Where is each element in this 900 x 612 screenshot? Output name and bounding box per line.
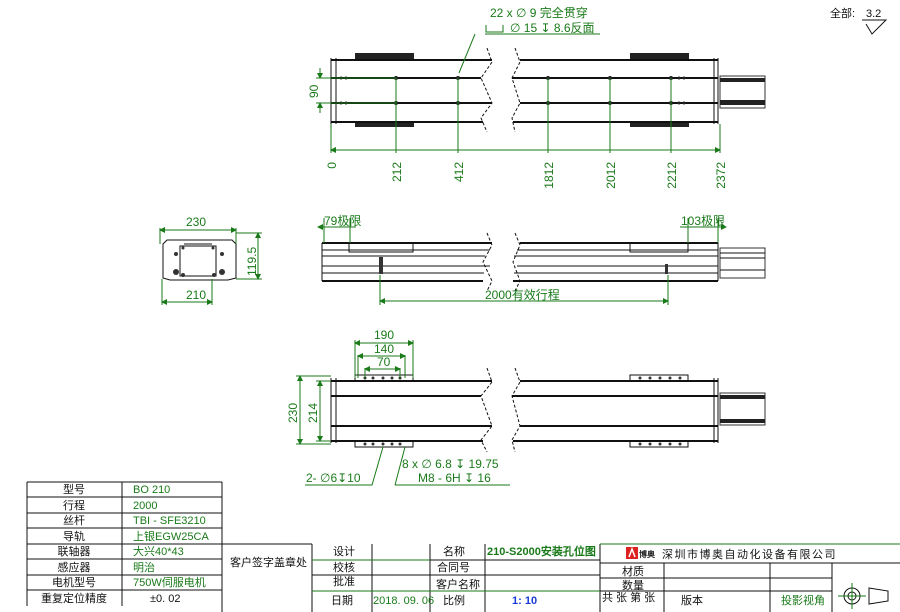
customer-sign-label: 客户签字盖章处 [230,555,307,569]
spec-value: ±0. 02 [150,593,181,605]
scale-value: 1: 10 [512,595,537,607]
projection-label: 投影视角 [781,593,825,607]
dim-70: 70 [377,355,391,369]
roughness-symbol-icon [862,19,888,35]
design-label: 设计 [333,545,355,558]
spec-label: 型号 [63,482,85,496]
dim-140: 140 [374,342,394,356]
company-logo: 博奥 [626,546,656,559]
hole-callout-2: ∅ 15 ↧ 8.6反面 [510,21,595,35]
spec-value: 750W伺服电机 [133,575,206,589]
dim-230: 230 [186,215,206,229]
end-view: 230 210 119.5 [159,215,262,305]
logo-text: 博奥 [639,549,656,559]
pos-2372: 2372 [714,162,728,189]
right-limit-label: 103极限 [681,214,725,228]
surface-finish-value: 3.2 [866,8,881,20]
carriage-block [630,53,689,59]
left-limit-label: 79极限 [324,214,361,228]
carriage-block [355,53,414,59]
contract-label: 合同号 [437,560,470,574]
hole-note-1: 8 x ∅ 6.8 ↧ 19.75 [402,457,499,471]
spec-value: 2000 [133,500,157,512]
spec-value: TBI - SFE3210 [133,515,206,527]
side-view: 79极限 103极限 2000有效行程 [317,214,766,305]
bottom-view: 190 140 70 230 214 8 x ∅ 6.8 ↧ 19.75 M8 … [286,328,766,486]
material-label: 材质 [622,564,644,578]
sheets-label: 共 张 第 张 [602,590,655,604]
spec-value: BO 210 [133,484,170,496]
version-label: 版本 [681,593,703,607]
title-block: 客户签字盖章处 设计 校核 批准 日期 2018. 09. 06 名称 210-… [222,543,900,612]
top-view: 90 0 212 412 1812 2012 2212 2372 22 x ∅ … [307,5,766,189]
carriage-block [630,122,689,127]
scale-label: 比例 [443,593,465,607]
approve-label: 批准 [333,574,355,588]
projection-symbol-icon [838,583,889,609]
company-name: 深圳市博奥自动化设备有限公司 [662,547,837,561]
pos-212: 212 [390,162,404,182]
spec-value: 大兴40*43 [133,544,184,558]
dim-90: 90 [307,84,321,98]
dim-119-5: 119.5 [245,247,259,276]
dim-230-bottom: 230 [286,403,300,423]
pos-0: 0 [325,162,339,169]
spec-label: 电机型号 [52,575,96,589]
dim-190: 190 [374,328,394,342]
date-label: 日期 [331,594,353,607]
name-label: 名称 [443,544,465,558]
callout-leader [458,25,600,74]
hole-note-2: M8 - 6H ↧ 16 [418,471,491,485]
spec-table: 型号 行程 丝杆 导轨 联轴器 感应器 电机型号 重复定位精度 BO 210 2… [26,481,223,612]
pos-1812: 1812 [542,162,556,189]
spec-label: 联轴器 [58,544,91,558]
check-label: 校核 [333,560,355,574]
pin-note: 2- ∅6↧10 [306,471,361,485]
date-value: 2018. 09. 06 [373,595,434,607]
customer-name-label: 客户名称 [436,577,480,591]
spec-label: 导轨 [63,529,85,543]
spec-label: 感应器 [58,560,91,574]
hole-callout-1: 22 x ∅ 9 完全贯穿 [490,5,588,20]
carriage-block [355,122,414,127]
pos-2212: 2212 [665,162,679,189]
spec-label: 行程 [63,499,85,512]
pos-412: 412 [452,162,466,182]
pos-2012: 2012 [604,162,618,189]
drawing-name: 210-S2000安装孔位图 [487,544,596,558]
quantity-label: 数量 [622,579,644,592]
stroke-label: 2000有效行程 [485,287,560,302]
surface-finish-note: 全部: 3.2 [830,6,888,35]
surface-finish-label: 全部: [830,6,855,20]
dim-210: 210 [186,288,206,302]
spec-label: 丝杆 [63,513,85,527]
spec-value: 上银EGW25CA [133,529,209,543]
spec-value: 明治 [133,560,155,574]
dim-214: 214 [306,403,320,423]
spec-label: 重复定位精度 [41,591,107,605]
